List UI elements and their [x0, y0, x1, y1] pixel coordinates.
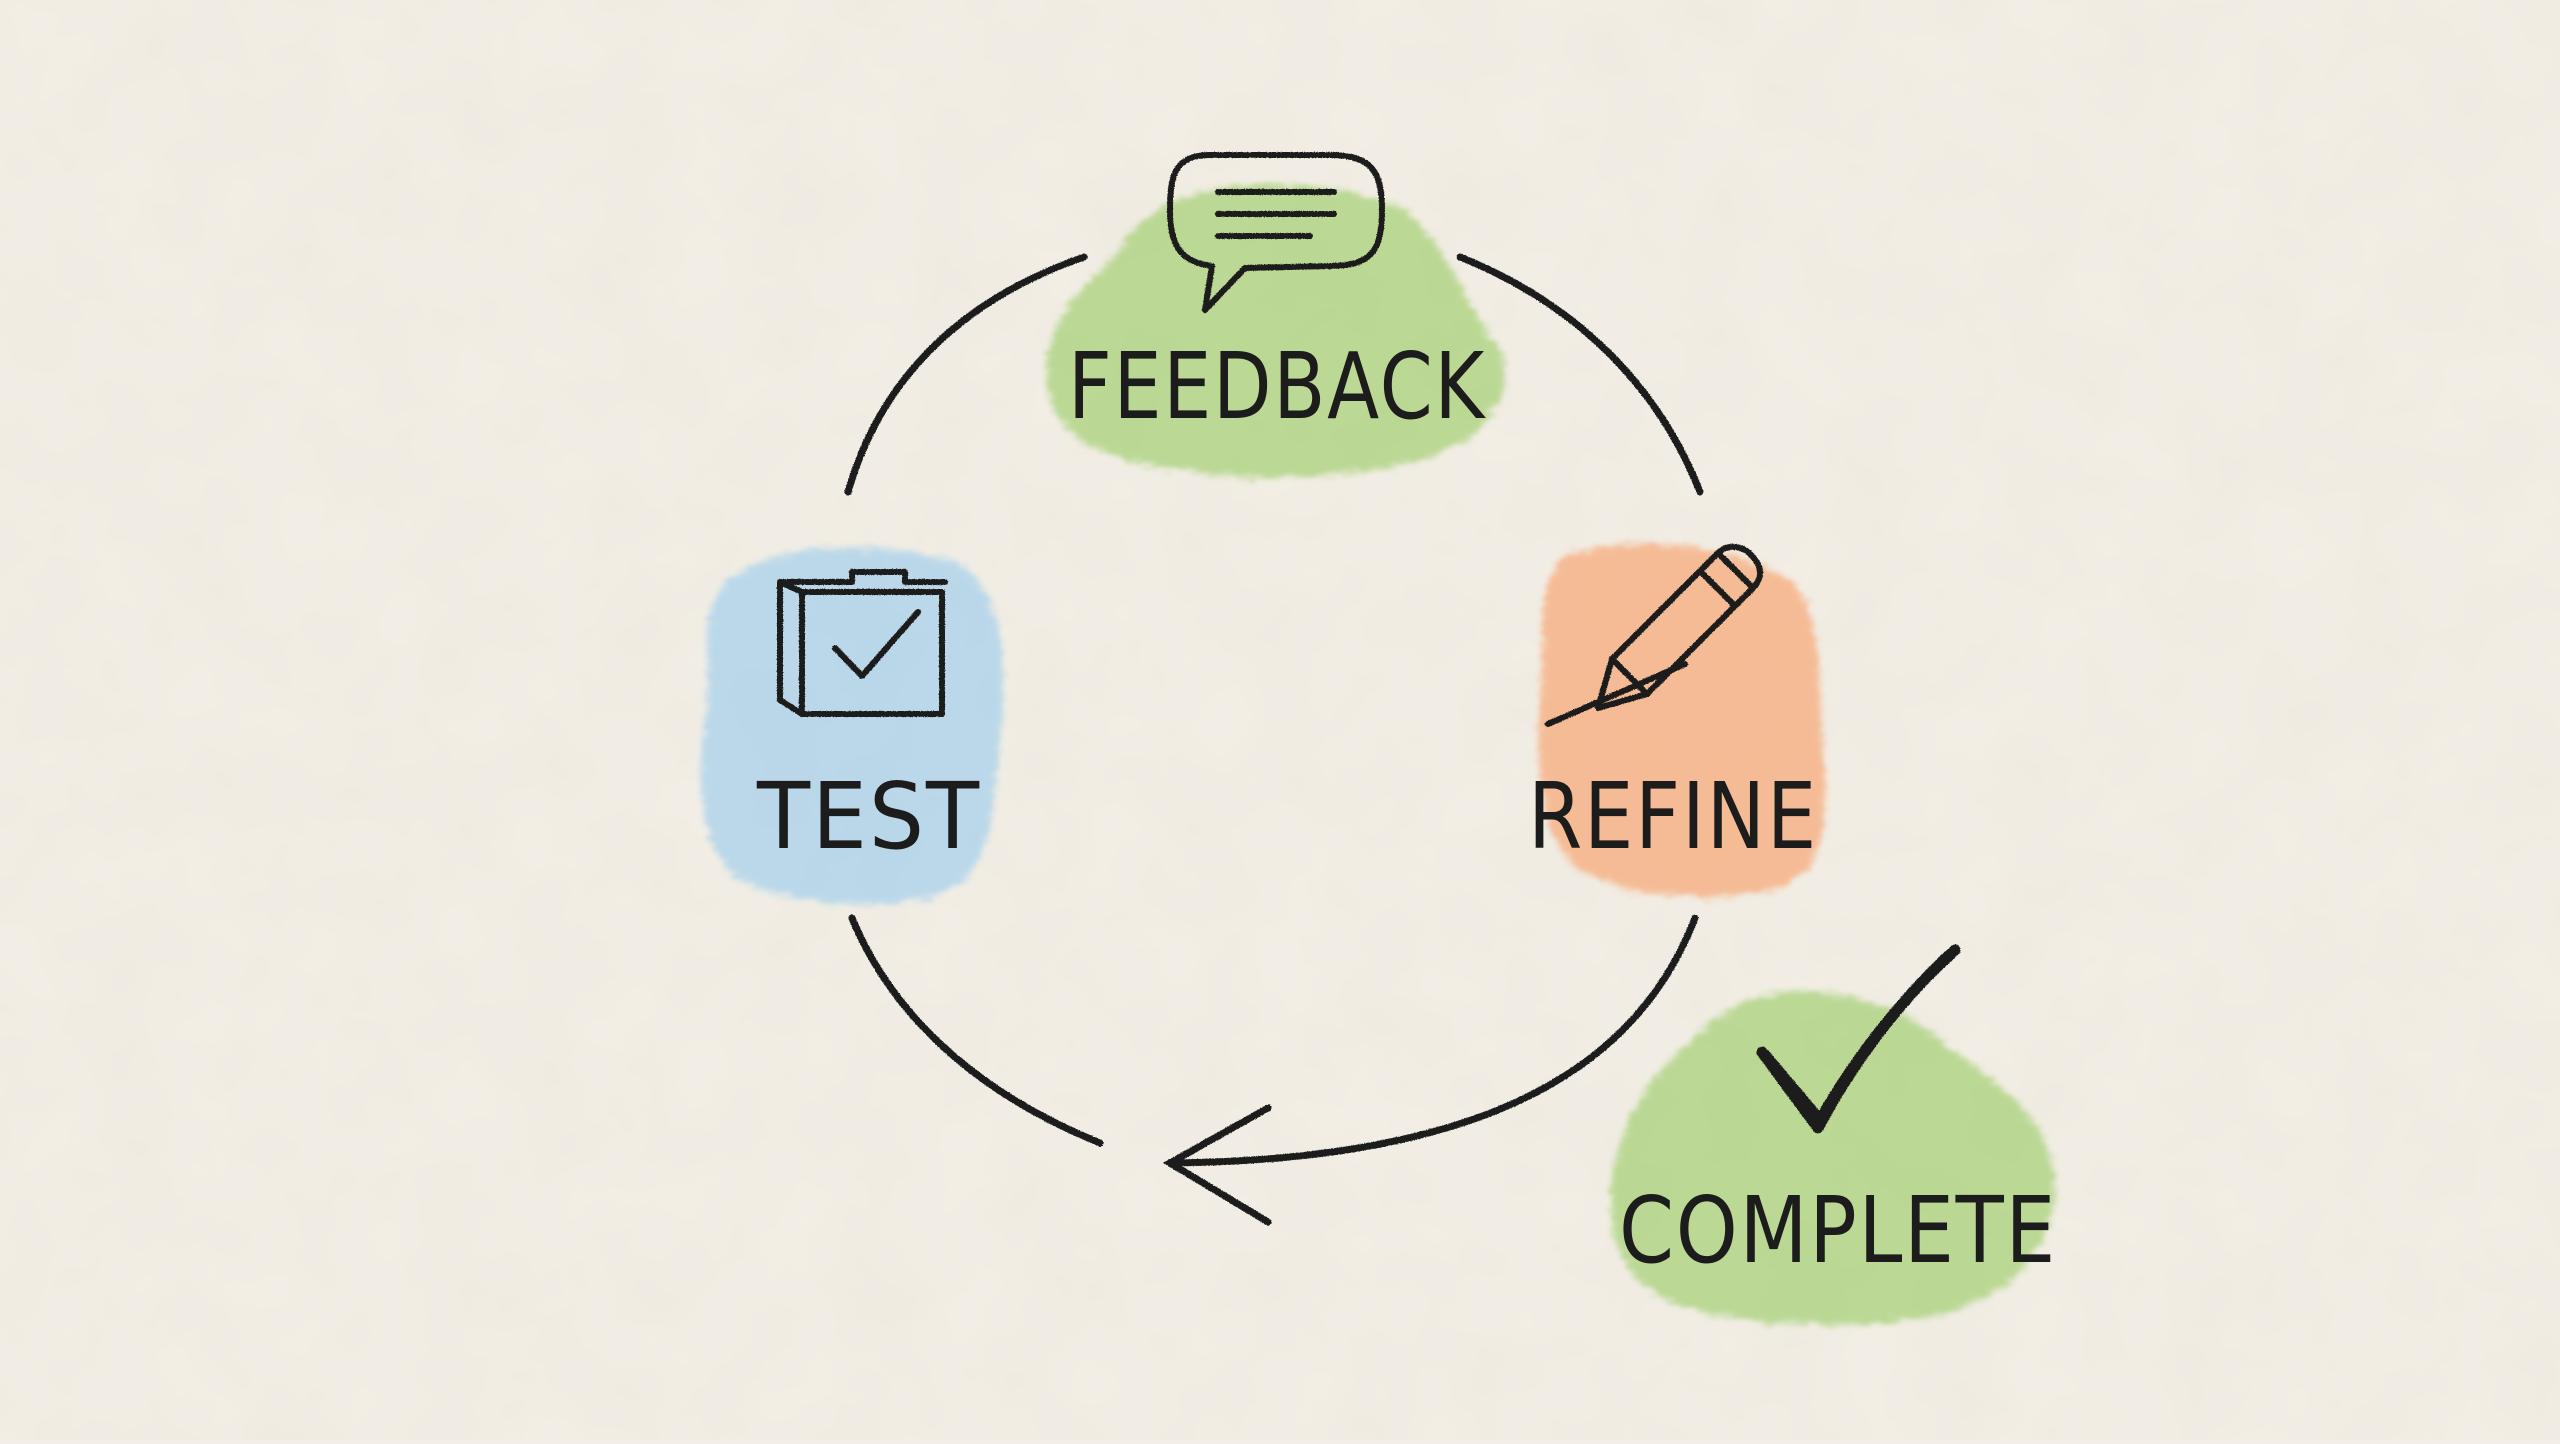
- arc-feedback-to-refine: [1456, 253, 1704, 496]
- feedback-blob: [1046, 183, 1506, 478]
- clipboard-check-icon: [777, 569, 948, 717]
- checkmark-icon: [1756, 944, 1961, 1134]
- pencil-icon: [1545, 543, 1763, 727]
- cycle-arcs: [844, 253, 1704, 1226]
- feedback-label: FEEDBACK: [1068, 333, 1487, 440]
- test-label: TEST: [756, 763, 981, 870]
- refine-label: REFINE: [1528, 763, 1818, 870]
- arrowhead-icon: [1163, 1104, 1272, 1226]
- arc-test-bottom: [848, 914, 1104, 1147]
- highlight-blobs: [700, 183, 2056, 1325]
- arc-refine-to-complete: [1166, 914, 1699, 1167]
- complete-label: COMPLETE: [1619, 1177, 2057, 1284]
- test-blob: [700, 547, 1004, 905]
- speech-bubble-icon: [1167, 152, 1385, 313]
- refine-blob: [1538, 543, 1826, 898]
- arc-test-to-feedback: [844, 253, 1088, 496]
- step-labels: FEEDBACK TEST REFINE COMPLETE: [756, 333, 2057, 1284]
- complete-blob: [1610, 990, 2056, 1325]
